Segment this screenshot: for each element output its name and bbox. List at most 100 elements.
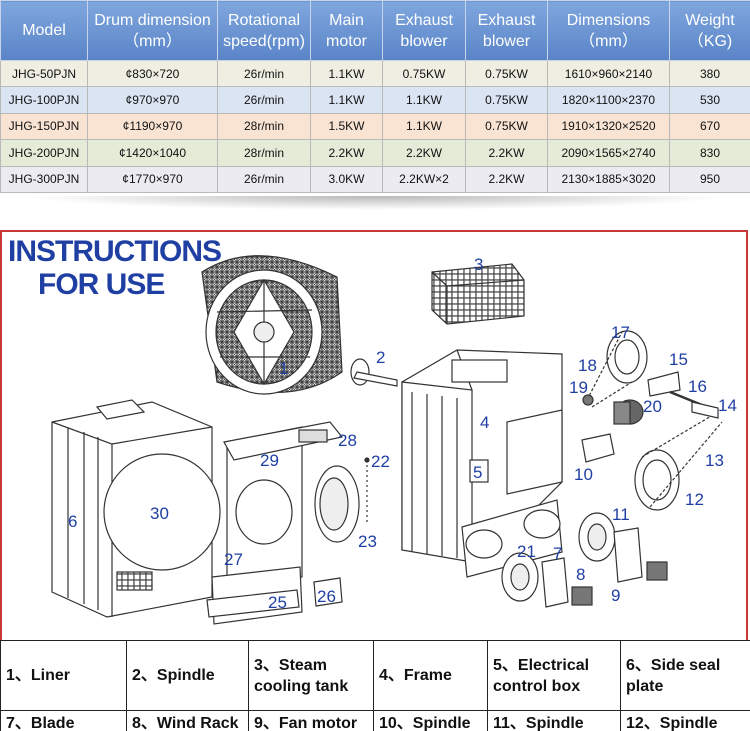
callout-6: 6 bbox=[68, 512, 77, 531]
part-spindle-11: 11、Spindle bbox=[487, 710, 621, 731]
header-weight: Weight（KG) bbox=[669, 0, 750, 61]
cell-dimensions: 1910×1320×2520 bbox=[547, 112, 670, 141]
header-drum-dimension: Drum dimension（mm） bbox=[87, 0, 218, 61]
cell-dimensions: 1820×1100×2370 bbox=[547, 86, 670, 114]
part-spindle-10: 10、Spindle bbox=[373, 710, 488, 731]
cell-blower-a: 0.75KW bbox=[382, 59, 466, 88]
callout-23: 23 bbox=[358, 532, 377, 551]
callout-13: 13 bbox=[705, 451, 724, 470]
callout-9: 9 bbox=[611, 586, 620, 605]
callout-25: 25 bbox=[268, 593, 287, 612]
cell-drum: ¢1420×1040 bbox=[87, 139, 218, 167]
callout-11: 11 bbox=[612, 505, 630, 524]
cell-speed: 26r/min bbox=[217, 165, 311, 193]
callout-4: 4 bbox=[480, 413, 489, 432]
part-spindle: 2、Spindle bbox=[126, 640, 249, 711]
callout-10: 10 bbox=[574, 465, 593, 484]
cell-model: JHG-200PJN bbox=[0, 139, 88, 167]
callout-2: 2 bbox=[376, 348, 385, 367]
diagram-panel: INSTRUCTIONS FOR USE bbox=[0, 230, 748, 640]
cell-motor: 1.1KW bbox=[310, 86, 383, 114]
exploded-view-drawing: 1 2 3 4 5 6 7 8 9 10 11 12 13 14 15 16 1… bbox=[51, 255, 737, 625]
table-row: JHG-100PJN ¢970×970 26r/min 1.1KW 1.1KW … bbox=[0, 86, 750, 114]
cell-speed: 26r/min bbox=[217, 86, 311, 114]
cell-speed: 28r/min bbox=[217, 139, 311, 167]
callout-5: 5 bbox=[473, 463, 482, 482]
table-row: JHG-50PJN ¢830×720 26r/min 1.1KW 0.75KW … bbox=[0, 59, 750, 88]
cell-weight: 670 bbox=[669, 112, 750, 141]
part-spindle-12: 12、Spindle bbox=[620, 710, 750, 731]
table-shadow bbox=[20, 196, 730, 210]
cell-drum: ¢1190×970 bbox=[87, 112, 218, 141]
callout-18: 18 bbox=[578, 356, 597, 375]
cell-weight: 380 bbox=[669, 59, 750, 88]
cell-blower-a: 2.2KW×2 bbox=[382, 165, 466, 193]
cell-dimensions: 2130×1885×3020 bbox=[547, 165, 670, 193]
parts-row: 7、Blade 8、Wind Rack 9、Fan motor 10、Spind… bbox=[0, 710, 750, 731]
cell-blower-b: 0.75KW bbox=[465, 86, 548, 114]
cell-drum: ¢970×970 bbox=[87, 86, 218, 114]
header-model: Model bbox=[0, 0, 88, 61]
fan-disc-part bbox=[314, 457, 370, 543]
callout-26: 26 bbox=[317, 587, 336, 606]
cell-weight: 530 bbox=[669, 86, 750, 114]
callout-29: 29 bbox=[260, 451, 279, 470]
frame-part bbox=[401, 349, 563, 563]
callout-15: 15 bbox=[669, 350, 688, 369]
callout-17: 17 bbox=[611, 323, 630, 342]
part-liner: 1、Liner bbox=[0, 640, 127, 711]
diagram-title-line2: FOR USE bbox=[38, 268, 165, 301]
lower-panel-part bbox=[206, 566, 343, 625]
cell-motor: 3.0KW bbox=[310, 165, 383, 193]
spindle-part bbox=[350, 358, 398, 387]
callout-7: 7 bbox=[553, 544, 562, 563]
blower-assembly-part bbox=[501, 512, 668, 608]
cell-model: JHG-50PJN bbox=[0, 59, 88, 88]
callout-12: 12 bbox=[685, 490, 704, 509]
cell-motor: 1.1KW bbox=[310, 59, 383, 88]
cell-blower-b: 2.2KW bbox=[465, 139, 548, 167]
callout-8: 8 bbox=[576, 565, 585, 584]
callout-30: 30 bbox=[150, 504, 169, 523]
cell-dimensions: 1610×960×2140 bbox=[547, 59, 670, 88]
cell-weight: 950 bbox=[669, 165, 750, 193]
cell-speed: 28r/min bbox=[217, 112, 311, 141]
callout-14: 14 bbox=[718, 396, 737, 415]
liner-drum-part bbox=[201, 255, 343, 395]
cell-model: JHG-300PJN bbox=[0, 165, 88, 193]
cell-drum: ¢1770×970 bbox=[87, 165, 218, 193]
steam-cooling-tank-part bbox=[431, 263, 525, 325]
diagram-title-line1: INSTRUCTIONS bbox=[8, 235, 222, 268]
cell-drum: ¢830×720 bbox=[87, 59, 218, 88]
callout-3: 3 bbox=[474, 255, 483, 274]
cell-model: JHG-150PJN bbox=[0, 112, 88, 141]
cell-blower-a: 1.1KW bbox=[382, 112, 466, 141]
callout-27: 27 bbox=[224, 550, 243, 569]
cell-weight: 830 bbox=[669, 139, 750, 167]
header-dimensions: Dimensions（mm） bbox=[547, 0, 670, 61]
table-row: JHG-200PJN ¢1420×1040 28r/min 2.2KW 2.2K… bbox=[0, 139, 750, 167]
wind-channel-part bbox=[461, 499, 563, 578]
callout-19: 19 bbox=[569, 378, 588, 397]
table-row: JHG-150PJN ¢1190×970 28r/min 1.5KW 1.1KW… bbox=[0, 112, 750, 141]
pulley-part bbox=[586, 330, 723, 511]
cell-motor: 1.5KW bbox=[310, 112, 383, 141]
callout-20: 20 bbox=[643, 397, 662, 416]
callout-21: 21 bbox=[517, 542, 536, 561]
callout-22: 22 bbox=[371, 452, 390, 471]
cell-model: JHG-100PJN bbox=[0, 86, 88, 114]
cell-speed: 26r/min bbox=[217, 59, 311, 88]
cell-blower-a: 1.1KW bbox=[382, 86, 466, 114]
cell-blower-a: 2.2KW bbox=[382, 139, 466, 167]
